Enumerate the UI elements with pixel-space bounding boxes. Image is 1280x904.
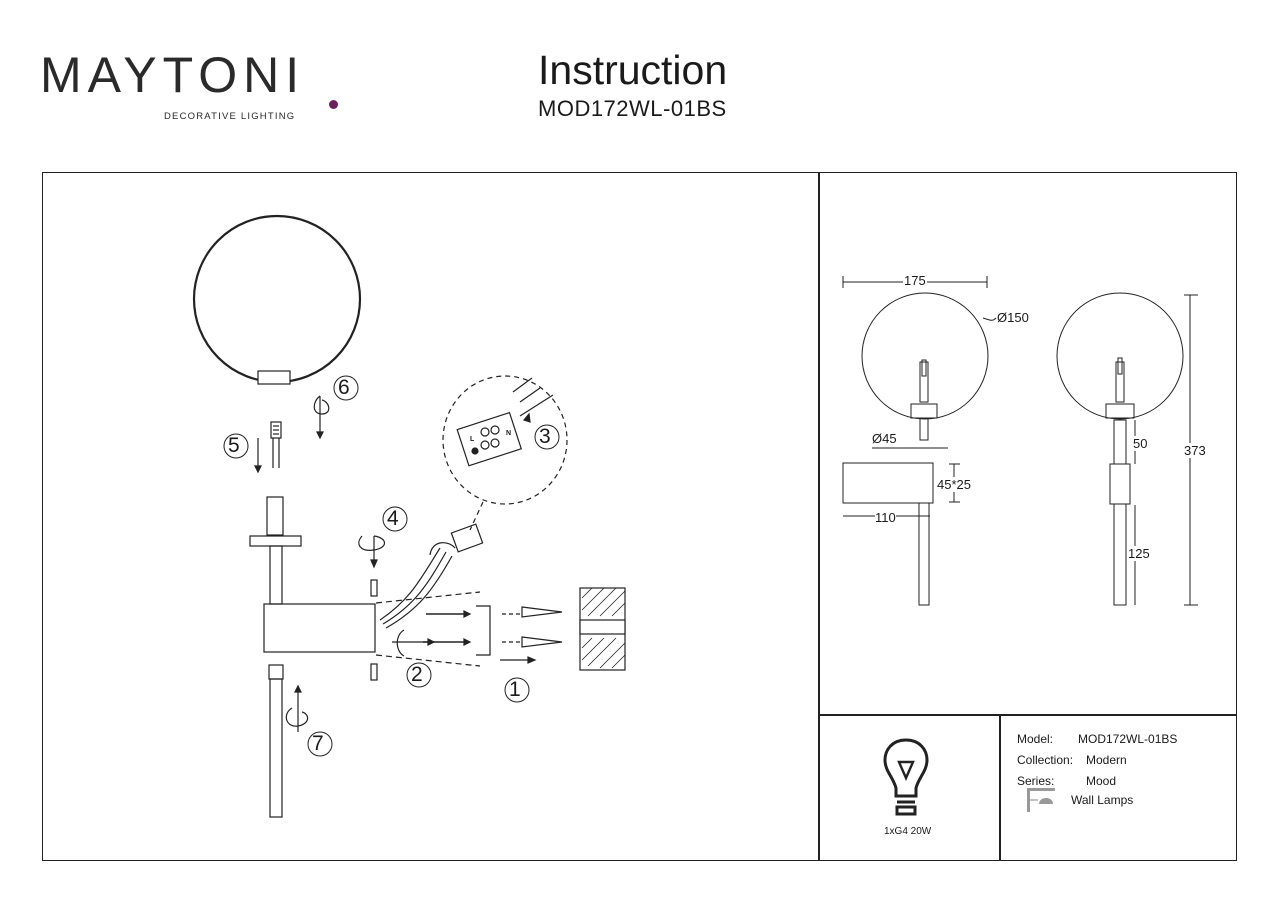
spec-divider-vertical bbox=[999, 714, 1001, 861]
spec-series-label: Series: bbox=[1017, 774, 1055, 788]
dim-373: 373 bbox=[1184, 443, 1206, 458]
step-1-marker bbox=[504, 677, 530, 703]
dim-45x25: 45*25 bbox=[937, 477, 971, 492]
step-7-label: 7 bbox=[312, 732, 324, 755]
brand-tagline: DECORATIVE LIGHTING bbox=[164, 111, 296, 122]
g4-bulb-drawing bbox=[270, 421, 282, 468]
step-3-label: 3 bbox=[539, 425, 551, 448]
frame-divider-horizontal bbox=[818, 714, 1237, 716]
step-2-label: 2 bbox=[411, 663, 423, 686]
spec-collection-value: Modern bbox=[1086, 753, 1127, 767]
step-1-label: 1 bbox=[509, 678, 521, 701]
dim-175: 175 bbox=[903, 273, 927, 288]
dim-110: 110 bbox=[875, 510, 896, 525]
mount-base-box bbox=[263, 603, 376, 653]
step-5-marker bbox=[223, 433, 249, 459]
step-6-label: 6 bbox=[338, 376, 350, 399]
step-5-label: 5 bbox=[228, 434, 240, 457]
instruction-frame bbox=[42, 172, 1237, 861]
spec-model-value: MOD172WL-01BS bbox=[1078, 732, 1178, 746]
wall-lamp-icon bbox=[1027, 788, 1055, 812]
page-title: Instruction bbox=[538, 47, 728, 93]
brand-name: MAYTONI bbox=[40, 47, 306, 103]
step-3-marker bbox=[534, 424, 560, 450]
step-6-marker bbox=[333, 375, 359, 401]
dim-diameter-150: Ø150 bbox=[997, 310, 1029, 325]
bulb-spec-label: 1xG4 20W bbox=[884, 826, 932, 837]
step-4-marker bbox=[382, 506, 408, 532]
step-markers bbox=[223, 375, 560, 757]
dim-50: 50 bbox=[1133, 436, 1148, 451]
terminal-label-n: N bbox=[506, 430, 512, 437]
model-code-heading: MOD172WL-01BS bbox=[538, 96, 727, 121]
spec-series-value: Mood bbox=[1086, 774, 1117, 788]
step-2-marker bbox=[406, 662, 432, 688]
terminal-label-l: L bbox=[470, 436, 475, 443]
light-bulb-icon bbox=[883, 738, 929, 816]
dim-diameter-45: Ø45 bbox=[872, 431, 897, 446]
step-7-marker bbox=[307, 731, 333, 757]
spec-type-value: Wall Lamps bbox=[1071, 793, 1134, 807]
dim-125: 125 bbox=[1128, 546, 1150, 561]
brand-logo: MAYTONI DECORATIVE LIGHTING bbox=[40, 47, 338, 130]
frame-divider-vertical bbox=[818, 172, 820, 861]
spec-model-label: Model: bbox=[1017, 732, 1054, 746]
brand-accent-dot bbox=[329, 100, 338, 109]
ring-connector bbox=[257, 370, 291, 385]
spec-collection-label: Collection: bbox=[1017, 753, 1074, 767]
step-4-label: 4 bbox=[387, 507, 399, 530]
